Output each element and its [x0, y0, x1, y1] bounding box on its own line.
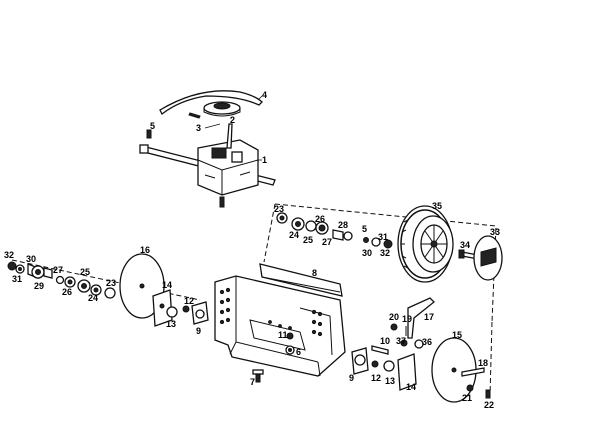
callout-12-right: 12	[371, 373, 381, 383]
screw-22	[485, 389, 491, 399]
callout-26-right: 26	[315, 214, 325, 224]
nut-37	[400, 339, 408, 347]
callout-27-right: 27	[322, 237, 332, 247]
callout-4: 4	[262, 90, 267, 100]
callout-14-left: 14	[162, 280, 172, 290]
gearbox-cap	[211, 147, 227, 159]
callout-22: 22	[484, 400, 494, 410]
callout-32-left: 32	[4, 250, 14, 260]
callout-17: 17	[424, 312, 434, 322]
right-height-bracket	[397, 353, 417, 391]
callout-32-right: 32	[380, 248, 390, 258]
callout-31-left: 31	[12, 274, 22, 284]
bushing-13-left	[166, 306, 178, 318]
callout-3: 3	[196, 123, 201, 133]
callout-18: 18	[478, 358, 488, 368]
callout-9-right: 9	[349, 373, 354, 383]
right-wheel-hardware	[276, 212, 393, 249]
callout-13-right: 13	[385, 376, 395, 386]
callout-25-left: 25	[80, 267, 90, 277]
pulley-key	[188, 112, 201, 119]
mower-deck	[214, 263, 346, 377]
washer-36	[414, 339, 424, 349]
callout-36: 36	[422, 337, 432, 347]
callout-2: 2	[230, 115, 235, 125]
callout-5-top: 5	[150, 121, 155, 131]
callout-6: 6	[296, 347, 301, 357]
washer-12-right	[371, 360, 379, 368]
callout-1: 1	[262, 155, 267, 165]
callout-34: 34	[460, 240, 470, 250]
callout-35: 35	[432, 201, 442, 211]
wheel-group-bracket	[274, 203, 497, 323]
washer-11	[286, 332, 294, 340]
callout-14-right: 14	[406, 382, 416, 392]
callout-12-left: 12	[184, 296, 194, 306]
nut-21	[466, 384, 474, 392]
bushing-13-right	[383, 360, 395, 372]
gearbox-assembly	[139, 90, 276, 208]
callout-13-left: 13	[166, 319, 176, 329]
callout-7: 7	[250, 377, 255, 387]
callout-15: 15	[452, 330, 462, 340]
bolt-18	[461, 367, 485, 377]
callout-26-left: 26	[62, 287, 72, 297]
callout-31-right: 31	[378, 232, 388, 242]
callout-29: 29	[34, 281, 44, 291]
screw-5	[146, 129, 152, 139]
callout-24-right: 24	[289, 230, 299, 240]
gearbox-bolt	[219, 196, 225, 208]
rear-wheel	[397, 205, 454, 283]
callout-30-left: 30	[26, 254, 36, 264]
axle-end	[139, 144, 149, 154]
hubcap-badge	[480, 247, 497, 267]
washer-12-left	[182, 305, 190, 313]
callout-10: 10	[380, 336, 390, 346]
callout-23-left: 23	[106, 278, 116, 288]
left-wheel-hardware	[7, 261, 116, 299]
callout-30-right: 30	[362, 248, 372, 258]
callout-27-left: 27	[53, 265, 63, 275]
callout-9-left: 9	[196, 326, 201, 336]
callout-37: 37	[396, 336, 406, 346]
callout-11: 11	[278, 330, 288, 340]
gearbox-boss	[231, 151, 243, 163]
callout-16: 16	[140, 245, 150, 255]
callout-8: 8	[312, 268, 317, 278]
callout-20: 20	[389, 312, 399, 322]
callout-5-right: 5	[362, 224, 367, 234]
bolt-20	[390, 323, 398, 331]
callout-21: 21	[462, 393, 472, 403]
drive-belt	[159, 90, 263, 115]
callout-25-right: 25	[303, 235, 313, 245]
shift-lever	[226, 123, 233, 149]
callout-23-right: 23	[274, 204, 284, 214]
callout-24-left: 24	[88, 293, 98, 303]
callout-19: 19	[402, 314, 412, 324]
bolt-10	[371, 345, 389, 355]
height-lever	[407, 297, 435, 339]
callout-33: 33	[490, 227, 500, 237]
callout-28: 28	[338, 220, 348, 230]
